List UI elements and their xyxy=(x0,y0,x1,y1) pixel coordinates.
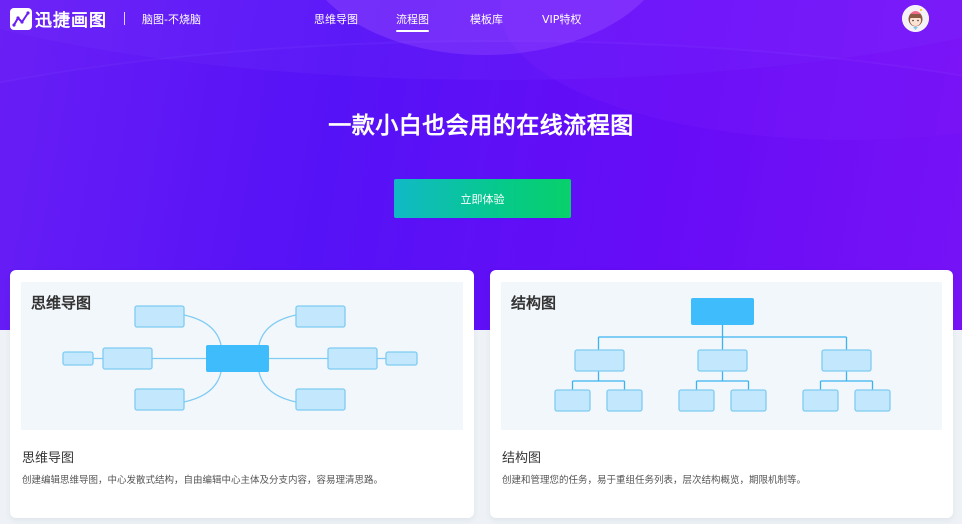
nav-link-templates[interactable]: 模板库 xyxy=(470,13,503,26)
card-description: 创建和管理您的任务，易于重组任务列表，层次结构概览，期限机制等。 xyxy=(502,475,807,486)
logo-text: 迅捷画图 xyxy=(35,11,107,31)
mindmap-diagram-icon xyxy=(62,305,418,411)
chart-line-icon xyxy=(10,7,32,30)
nav-link-mindmap[interactable]: 思维导图 xyxy=(314,13,358,26)
card-description: 创建编辑思维导图，中心发散式结构，自由编辑中心主体及分支内容，容易理清思路。 xyxy=(22,475,384,486)
structure-preview: 结构图 xyxy=(501,282,942,430)
avatar-girl-icon xyxy=(902,5,929,32)
logo[interactable]: 迅捷画图 xyxy=(10,6,107,31)
mindmap-card[interactable]: 思维导图 xyxy=(10,270,474,518)
preview-title: 思维导图 xyxy=(31,294,92,312)
preview-title: 结构图 xyxy=(511,294,557,312)
mindmap-preview: 思维导图 xyxy=(21,282,463,430)
nav-slogan: 脑图-不烧脑 xyxy=(142,13,201,26)
top-nav: 迅捷画图 脑图-不烧脑 思维导图 流程图 模板库 VIP特权 xyxy=(0,0,962,36)
hero-title: 一款小白也会用的在线流程图 xyxy=(328,113,634,139)
card-title: 结构图 xyxy=(502,451,542,466)
nav-link-flowchart[interactable]: 流程图 xyxy=(396,13,429,32)
nav-link-vip[interactable]: VIP特权 xyxy=(542,13,582,26)
user-avatar[interactable] xyxy=(902,5,929,32)
nav-divider xyxy=(124,12,125,25)
card-title: 思维导图 xyxy=(22,451,75,466)
org-chart-diagram-icon xyxy=(554,298,891,412)
structure-card[interactable]: 结构图 xyxy=(490,270,953,518)
try-now-button[interactable]: 立即体验 xyxy=(394,179,571,218)
